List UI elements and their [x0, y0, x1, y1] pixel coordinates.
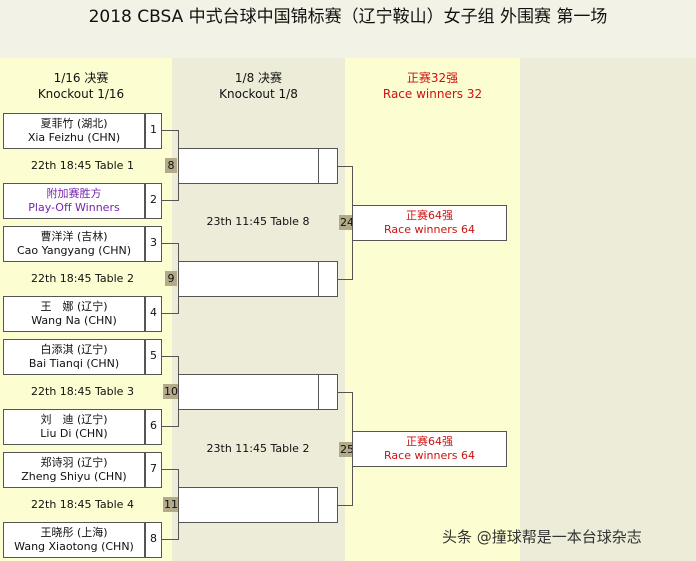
slot-divider [318, 488, 319, 522]
slot-divider [318, 375, 319, 409]
connector [162, 426, 178, 427]
header-final-en: Race winners 32 [382, 87, 483, 101]
player-name-cn: 刘 迪 (辽宁) [40, 413, 108, 426]
winner-label-en: Race winners 64 [384, 449, 475, 462]
r16-slot-2 [178, 261, 338, 297]
player-8: 王晓彤 (上海) Wang Xiaotong (CHN) [3, 522, 145, 558]
connector [162, 356, 178, 357]
connector [162, 313, 178, 314]
winner-box-2: 正赛64强 Race winners 64 [352, 431, 507, 467]
seed-2: 2 [145, 183, 162, 219]
match-number-10: 10 [163, 384, 179, 399]
player-name-cn: 王 娜 (辽宁) [40, 300, 108, 313]
match-info-25: 23th 11:45 Table 2 [206, 442, 310, 455]
player-name-cn: 郑诗羽 (辽宁) [40, 456, 108, 469]
connector [162, 469, 178, 470]
connector [338, 505, 352, 506]
winner-label-cn: 正赛64强 [406, 435, 453, 448]
player-3: 曹洋洋 (吉林) Cao Yangyang (CHN) [3, 226, 145, 262]
connector [162, 243, 178, 244]
player-name-en: Cao Yangyang (CHN) [16, 244, 131, 257]
column-final [345, 58, 520, 561]
winner-label-cn: 正赛64强 [406, 209, 453, 222]
player-name-cn: 附加赛胜方 [46, 187, 102, 200]
connector [162, 200, 178, 201]
column-r16 [172, 58, 345, 561]
match-info-11: 22th 18:45 Table 4 [31, 498, 134, 511]
match-number-25: 25 [339, 442, 355, 457]
header-r32-cn: 1/16 决赛 [53, 71, 109, 85]
header-final-cn: 正赛32强 [406, 71, 459, 85]
column-empty [520, 58, 696, 561]
seed-8: 8 [145, 522, 162, 558]
player-name-en: Wang Xiaotong (CHN) [14, 540, 134, 553]
match-info-9: 22th 18:45 Table 2 [31, 272, 134, 285]
slot-divider [318, 149, 319, 183]
player-2: 附加赛胜方 Play-Off Winners [3, 183, 145, 219]
seed-1: 1 [145, 113, 162, 149]
seed-7: 7 [145, 452, 162, 488]
player-name-cn: 王晓彤 (上海) [40, 526, 108, 539]
header-r32-en: Knockout 1/16 [37, 87, 125, 101]
winner-box-1: 正赛64强 Race winners 64 [352, 205, 507, 241]
player-name-cn: 曹洋洋 (吉林) [40, 230, 108, 243]
connector [162, 539, 178, 540]
header-r16-en: Knockout 1/8 [219, 87, 298, 101]
connector [338, 392, 352, 393]
r16-slot-1 [178, 148, 338, 184]
seed-6: 6 [145, 409, 162, 445]
connector [162, 130, 178, 131]
seed-3: 3 [145, 226, 162, 262]
r16-slot-3 [178, 374, 338, 410]
player-name-en: Bai Tianqi (CHN) [28, 357, 120, 370]
header-final: 正赛32强 Race winners 32 [345, 70, 520, 102]
player-name-cn: 夏菲竹 (湖北) [40, 117, 108, 130]
match-number-24: 24 [339, 215, 355, 230]
player-5: 白添淇 (辽宁) Bai Tianqi (CHN) [3, 339, 145, 375]
player-6: 刘 迪 (辽宁) Liu Di (CHN) [3, 409, 145, 445]
slot-divider [318, 262, 319, 296]
header-r16-cn: 1/8 决赛 [234, 71, 283, 85]
match-number-8: 8 [165, 158, 177, 173]
player-4: 王 娜 (辽宁) Wang Na (CHN) [3, 296, 145, 332]
player-name-en: Wang Na (CHN) [31, 314, 117, 327]
watermark: 头条 @撞球帮是一本台球杂志 [442, 528, 642, 546]
player-7: 郑诗羽 (辽宁) Zheng Shiyu (CHN) [3, 452, 145, 488]
seed-4: 4 [145, 296, 162, 332]
player-name-en: Zheng Shiyu (CHN) [21, 470, 127, 483]
seed-5: 5 [145, 339, 162, 375]
match-number-11: 11 [163, 497, 179, 512]
winner-label-en: Race winners 64 [384, 223, 475, 236]
r16-slot-4 [178, 487, 338, 523]
match-info-10: 22th 18:45 Table 3 [31, 385, 134, 398]
player-name-en: Liu Di (CHN) [40, 427, 108, 440]
match-number-9: 9 [165, 271, 177, 286]
match-info-24: 23th 11:45 Table 8 [206, 215, 310, 228]
page-title: 2018 CBSA 中式台球中国锦标赛（辽宁鞍山）女子组 外围赛 第一场 [88, 7, 608, 27]
player-1: 夏菲竹 (湖北) Xia Feizhu (CHN) [3, 113, 145, 149]
header-r32: 1/16 决赛 Knockout 1/16 [0, 70, 162, 102]
player-name-cn: 白添淇 (辽宁) [40, 343, 108, 356]
connector [338, 166, 352, 167]
match-info-8: 22th 18:45 Table 1 [31, 159, 134, 172]
player-name-en: Play-Off Winners [28, 201, 120, 214]
player-name-en: Xia Feizhu (CHN) [27, 131, 121, 144]
header-r16: 1/8 决赛 Knockout 1/8 [172, 70, 345, 102]
connector [338, 279, 352, 280]
